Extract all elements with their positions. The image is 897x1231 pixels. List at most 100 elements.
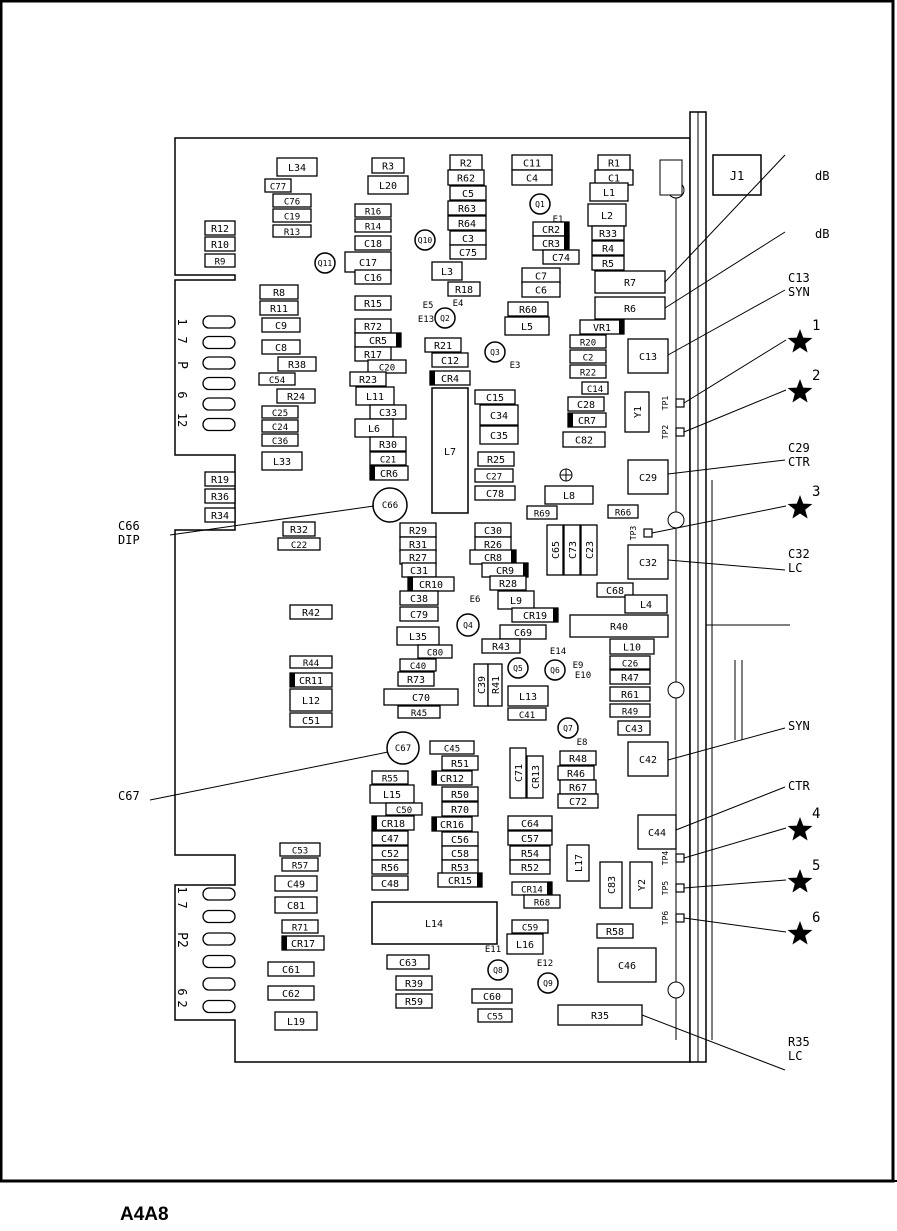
component-cr13-label: CR13 [531, 765, 542, 789]
component-c38-box [399, 590, 439, 606]
component-c12-box [431, 352, 469, 368]
component-cr11-label: CR11 [299, 676, 323, 687]
component-r44-box [289, 655, 333, 669]
callout-group: dBdBC13SYNC29CTRC32LCSYNCTRR35LCC66DIPC6… [118, 154, 829, 1071]
component-l19-box [274, 1011, 318, 1031]
star-6-label: 6 [812, 910, 820, 926]
component-r12-label: R12 [211, 224, 229, 235]
component-y1-box [624, 391, 650, 433]
component-r11-box [259, 300, 299, 316]
component-r51-box [441, 755, 479, 771]
component-c28-label: C28 [577, 400, 595, 411]
polarity-mark [477, 873, 482, 887]
component-r43-label: R43 [492, 642, 510, 653]
component-r25-label: R25 [487, 455, 505, 466]
component-c13-label: C13 [639, 352, 657, 363]
component-r40-label: R40 [610, 622, 628, 633]
component-r39-label: R39 [405, 979, 423, 990]
component-r40-box [569, 614, 669, 638]
component-cr14-label: CR14 [521, 886, 543, 896]
component-c76-label: C76 [284, 198, 300, 208]
component-e14-label: E14 [550, 647, 566, 657]
component-l2-label: L2 [601, 211, 613, 222]
component-c3-label: C3 [462, 234, 474, 245]
component-c24-label: C24 [272, 423, 288, 433]
testpoint-tp5-pad [675, 883, 685, 893]
callout-c42-line1: SYN [788, 719, 810, 733]
polarity-mark [282, 936, 287, 950]
component-r19-label: R19 [211, 475, 229, 486]
component-c61-box [267, 961, 315, 977]
mount-hole [667, 981, 685, 999]
component-c71-label: C71 [514, 764, 525, 782]
component-c31-label: C31 [410, 566, 428, 577]
p1-pin-top-sub: 7 [175, 336, 189, 343]
star-4-icon [787, 817, 813, 841]
component-c5-box [449, 185, 487, 201]
component-c36-box [261, 433, 299, 447]
component-c79-label: C79 [410, 610, 428, 621]
component-c79-box [399, 606, 439, 622]
component-c77-box [264, 178, 292, 193]
connector-pin [202, 909, 236, 924]
component-r39-box [395, 975, 433, 991]
component-r10-box [204, 236, 236, 252]
component-cr17-label: CR17 [291, 939, 315, 950]
p2-pin-group [202, 887, 236, 1014]
component-r8-box [259, 284, 299, 300]
component-r56-label: R56 [381, 863, 399, 874]
polarity-mark [372, 816, 377, 830]
component-r36-box [204, 488, 236, 504]
component-l33-box [261, 451, 303, 471]
component-r68-box [523, 894, 561, 909]
callout-r35-leader [641, 1014, 786, 1071]
component-r62-box [447, 169, 485, 186]
component-r23-label: R23 [359, 375, 377, 386]
component-c82-label: C82 [575, 436, 593, 447]
component-l4-label: L4 [640, 600, 652, 611]
component-c73-label: C73 [568, 541, 579, 559]
component-c40-label: C40 [410, 662, 426, 672]
component-c57-box [507, 830, 553, 846]
callout-c44-line1: CTR [788, 779, 810, 793]
component-y2-box [629, 861, 653, 909]
component-r21-box [424, 337, 462, 353]
star-1-icon [787, 329, 813, 353]
p1-pin-group [202, 315, 236, 432]
component-c32-box [627, 544, 669, 580]
testpoint-tp6-leader [683, 917, 787, 933]
connector-pin [202, 887, 236, 901]
component-r48-label: R48 [569, 754, 587, 765]
component-cr6-label: CR6 [380, 469, 398, 480]
component-r59-box [395, 993, 433, 1009]
component-e1-label: E1 [553, 215, 564, 225]
component-r6-label: R6 [624, 304, 636, 315]
component-c51-box [289, 712, 333, 728]
callout-c44-leader [675, 786, 786, 831]
component-c74-box [542, 249, 580, 265]
callout-c13-leader [667, 289, 786, 356]
component-r21-label: R21 [434, 341, 452, 352]
component-c29-label: C29 [639, 473, 657, 484]
component-c32-label: C32 [639, 558, 657, 569]
callout-r6-line1: dB [815, 227, 829, 241]
component-q3-circle [484, 341, 506, 363]
component-c65-label: C65 [551, 541, 562, 559]
callout-r35-line2: LC [788, 1049, 802, 1063]
component-r53-label: R53 [451, 863, 469, 874]
component-c35-label: C35 [490, 431, 508, 442]
component-c14-label: C14 [587, 385, 603, 395]
component-l10-box [609, 638, 655, 655]
callout-c66-line1: C66 [118, 519, 140, 533]
component-r15-box [354, 295, 392, 311]
component-r19-box [204, 471, 236, 487]
component-c63-label: C63 [399, 958, 417, 969]
testpoint-tp1-leader [683, 339, 787, 404]
component-c15-box [474, 389, 516, 405]
component-q5-circle [507, 657, 529, 679]
component-c81-box [274, 896, 318, 914]
component-l20-box [367, 175, 409, 195]
component-r28-label: R28 [499, 579, 517, 590]
component-r43-box [481, 638, 521, 654]
